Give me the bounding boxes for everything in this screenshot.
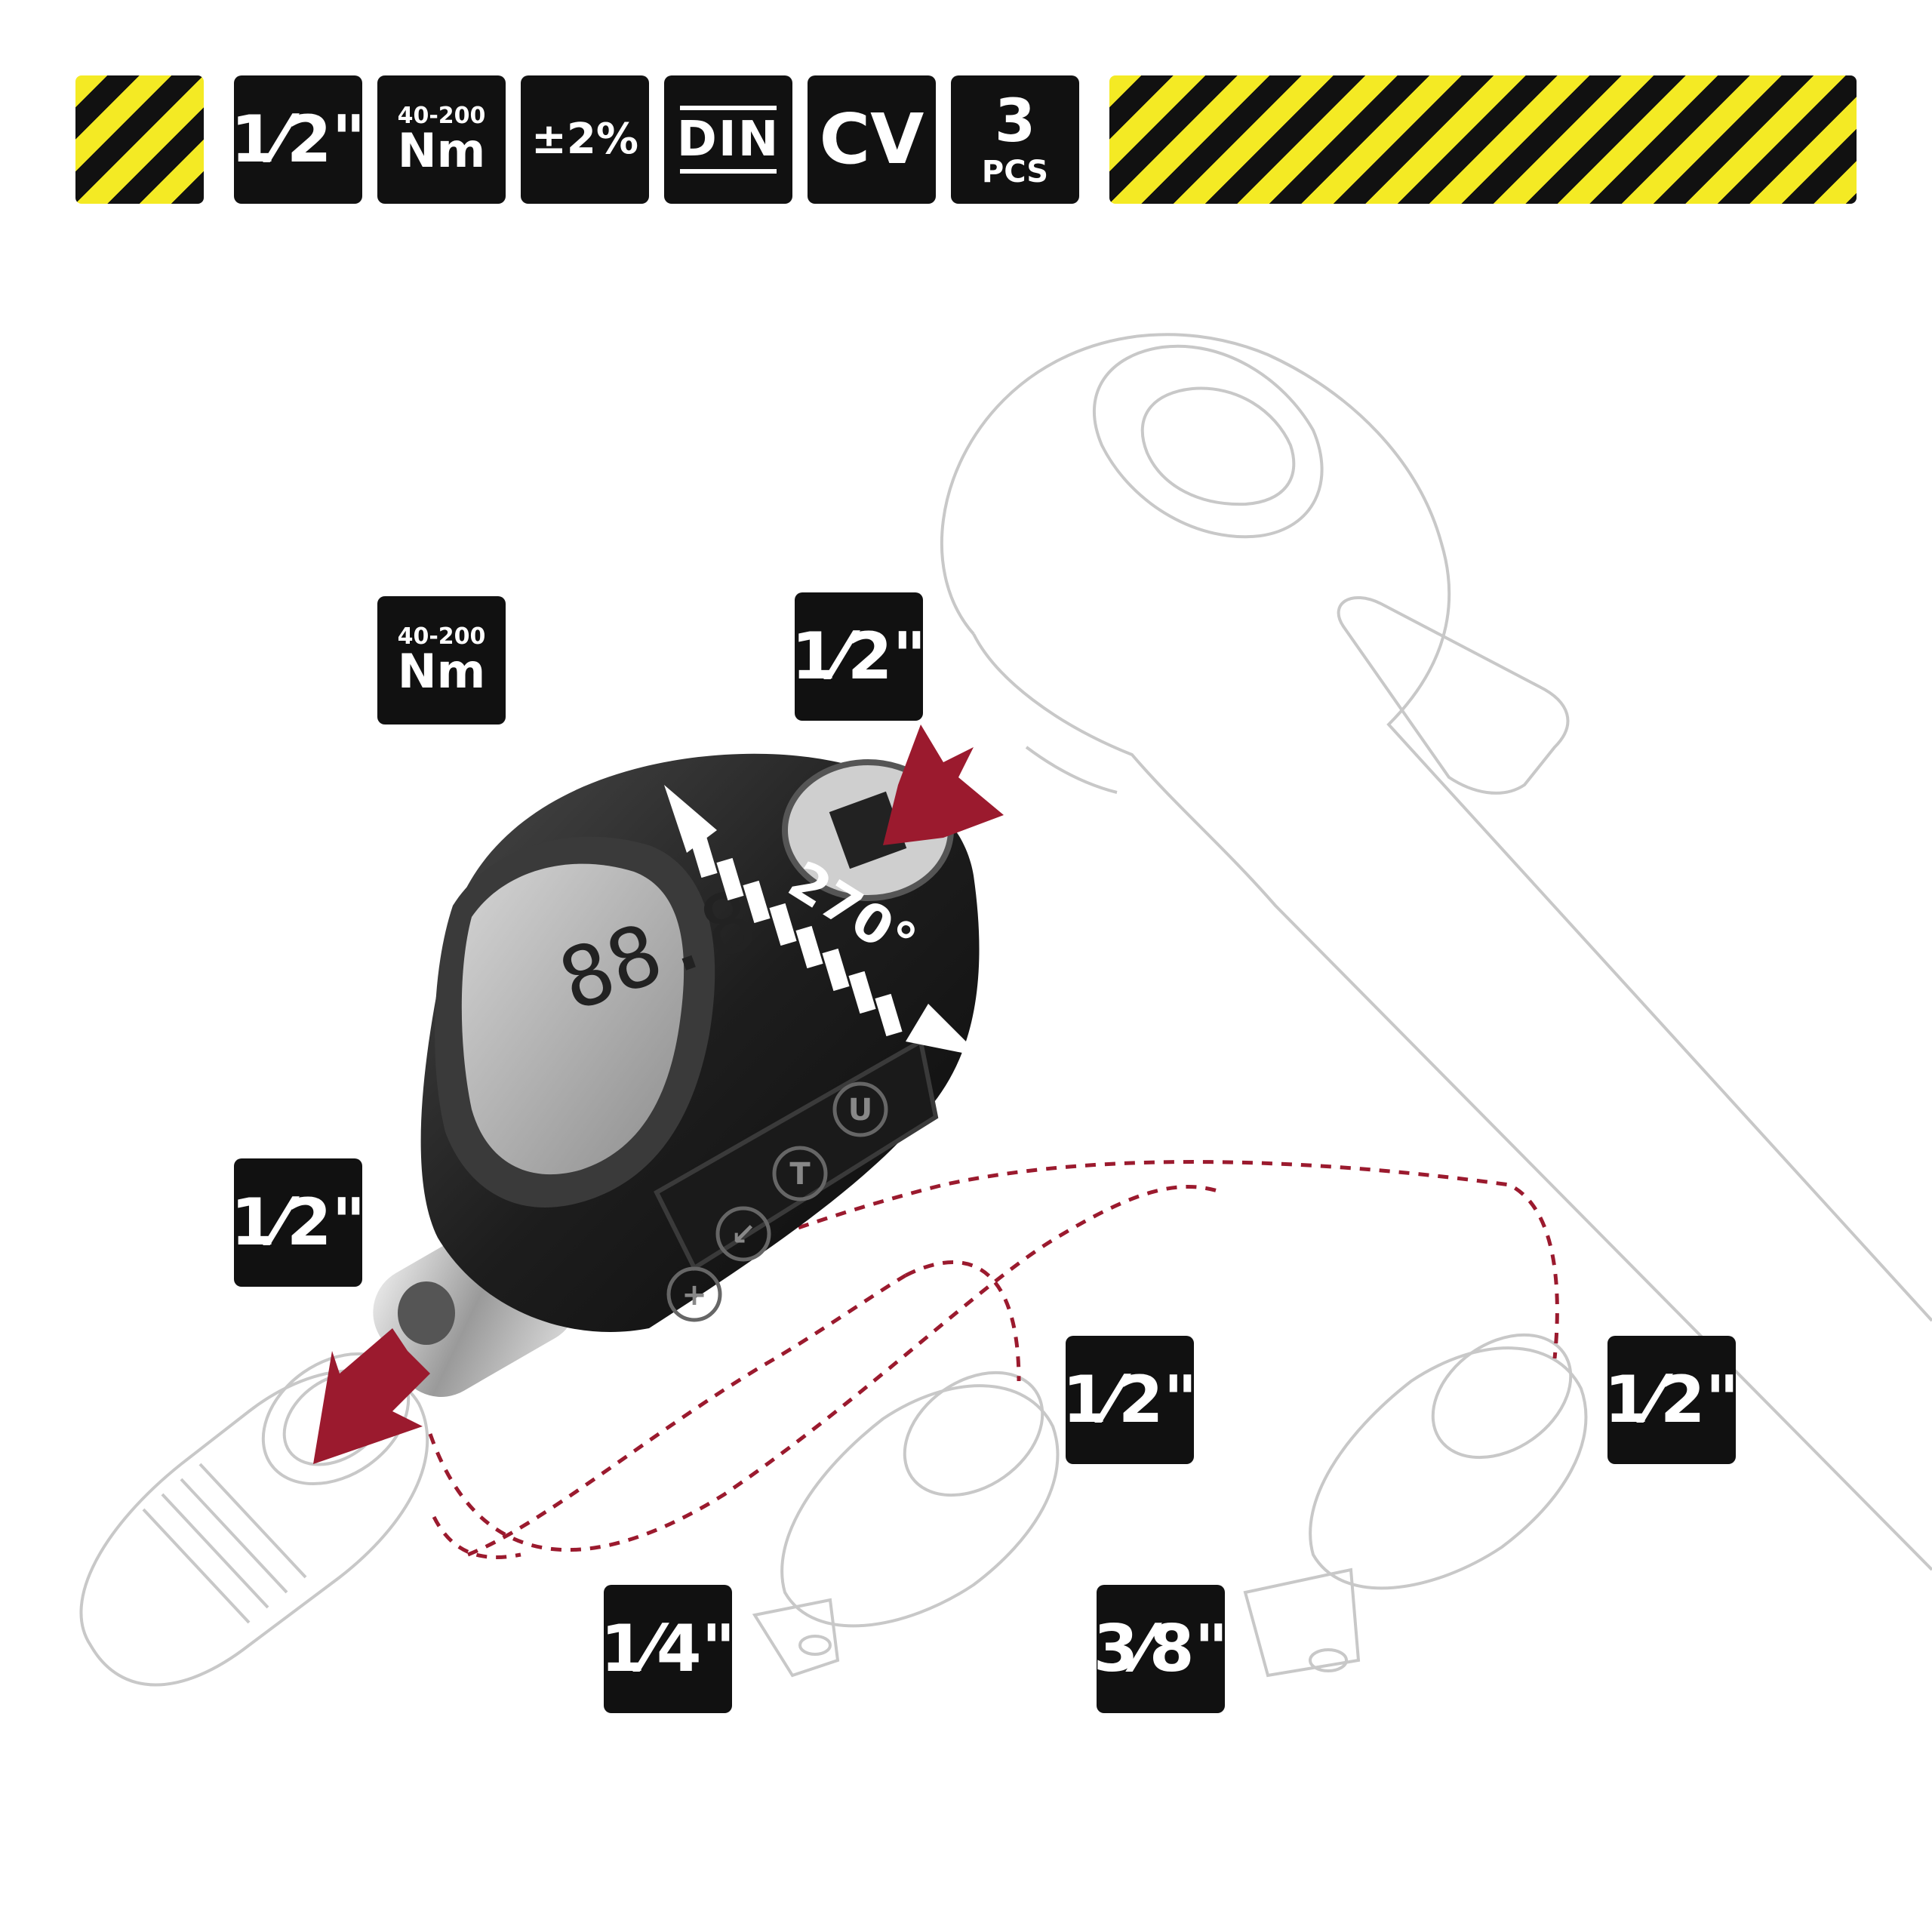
- badge-material: CV: [808, 75, 936, 204]
- badge-product-torque-range-unit: Nm: [397, 644, 486, 699]
- red-arrow-bottom-drive: [313, 1328, 430, 1464]
- badge-piece-count-unit: PCS: [981, 155, 1049, 189]
- badge-adapter-b-top: 1⁄2": [1604, 1336, 1739, 1464]
- button-enter[interactable]: [715, 1206, 771, 1262]
- button-panel: [654, 1038, 939, 1272]
- badge-din: DIN: [664, 75, 792, 204]
- badge-top-drive-size: 1⁄2": [792, 592, 926, 721]
- button-plus[interactable]: [666, 1266, 722, 1322]
- badge-drive-size: 1⁄2": [231, 75, 365, 204]
- badge-adapter-a-bottom-text: 1⁄4": [600, 1611, 736, 1687]
- digital-torque-adapter: 88.8 U T ↙ +: [373, 753, 980, 1397]
- badge-adapter-a-top-text: 1⁄2": [1062, 1362, 1198, 1438]
- rotation-ticks: [690, 835, 903, 1037]
- hazard-stripe-right: [1109, 75, 1857, 204]
- button-plus-label: +: [681, 1278, 707, 1312]
- badge-bottom-drive-size-text: 1⁄2": [230, 1185, 366, 1260]
- hazard-stripe-left: [75, 75, 204, 204]
- button-t[interactable]: [772, 1146, 828, 1201]
- badge-adapter-b-bottom-text: 3⁄8": [1093, 1611, 1229, 1687]
- badge-adapter-b-bottom: 3⁄8": [1094, 1585, 1228, 1713]
- badge-piece-count: 3 PCS: [951, 75, 1079, 204]
- badge-accuracy: ±2%: [521, 75, 649, 204]
- button-enter-label: ↙: [731, 1217, 756, 1252]
- badge-material-text: CV: [819, 99, 924, 180]
- button-u[interactable]: [832, 1081, 888, 1137]
- rotation-arrow-start: [664, 785, 717, 853]
- button-t-label: T: [789, 1157, 811, 1192]
- badge-piece-count-number: 3: [994, 88, 1036, 155]
- socket-three-eighths-adapter-outline: [1243, 1333, 1588, 1678]
- badge-accuracy-text: ±2%: [531, 115, 638, 164]
- badge-top-drive-size-text: 1⁄2": [791, 619, 927, 694]
- badge-torque-range-value: 40-200: [397, 103, 486, 129]
- badge-torque-range-unit: Nm: [397, 123, 486, 178]
- ball-detent: [398, 1281, 455, 1345]
- lcd-screen: [461, 863, 685, 1175]
- badge-torque-range: 40-200 Nm: [377, 75, 506, 204]
- badge-product-torque-range-value: 40-200: [397, 623, 486, 650]
- top-square-hole: [829, 791, 907, 869]
- badge-product-torque-range: 40-200 Nm: [377, 596, 506, 724]
- badge-bottom-drive-size: 1⁄2": [231, 1158, 365, 1287]
- red-arrow-top-drive: [883, 724, 1004, 845]
- badge-adapter-a-top: 1⁄2": [1063, 1336, 1197, 1464]
- badge-drive-size-text: 1⁄2": [230, 102, 366, 177]
- ratchet-wrench-outline: [940, 333, 1932, 1571]
- badge-adapter-a-bottom: 1⁄4": [601, 1585, 735, 1713]
- socket-quarter-adapter-outline: [752, 1371, 1060, 1678]
- badge-din-text: DIN: [676, 112, 780, 168]
- button-u-label: U: [848, 1093, 872, 1128]
- badge-adapter-b-top-text: 1⁄2": [1604, 1362, 1740, 1438]
- rotation-arrow-end: [906, 1004, 981, 1057]
